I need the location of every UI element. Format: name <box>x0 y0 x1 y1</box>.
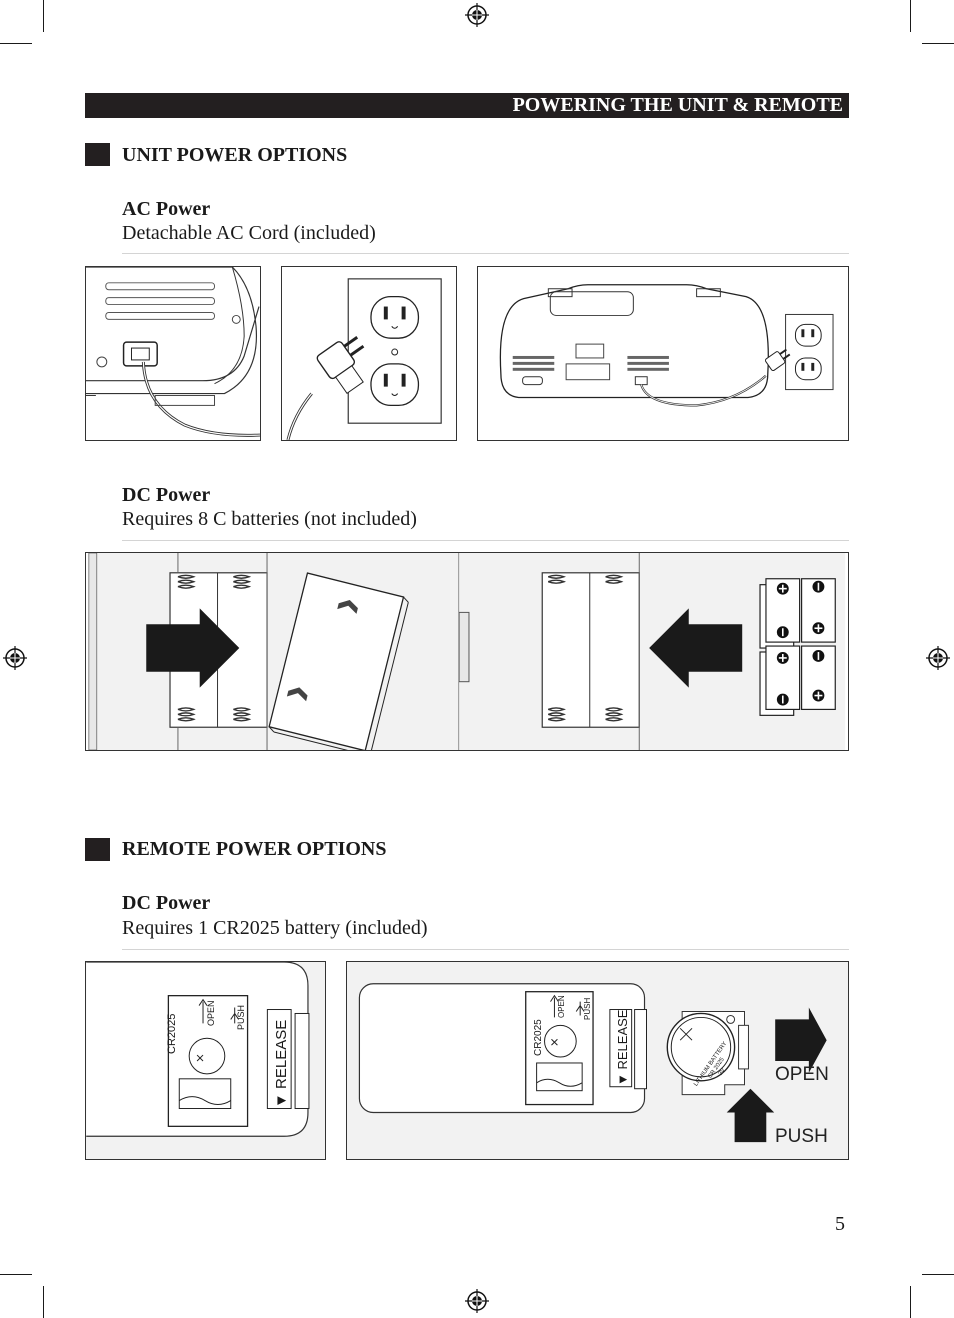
wall-outlet-illustration <box>281 266 457 441</box>
release-text: RELEASE <box>615 1009 630 1070</box>
release-arrow: ▼ <box>615 1073 630 1086</box>
remote-battery-closed-illustration: CR2025 OPEN PUSH ▼ RELEASE <box>85 961 326 1160</box>
page-header: POWERING THE UNIT & REMOTE <box>85 93 849 118</box>
push-small-label: PUSH <box>583 997 592 1020</box>
open-instruction-label: OPEN <box>775 1064 829 1085</box>
registration-mark-icon <box>926 646 950 670</box>
crop-mark <box>910 1286 911 1318</box>
open-small-label: OPEN <box>206 1000 216 1026</box>
divider <box>122 540 849 541</box>
battery-compartment-illustration <box>85 552 849 751</box>
section-marker <box>85 143 110 166</box>
dc-power-description: Requires 8 C batteries (not included) <box>122 508 417 530</box>
crop-mark <box>910 0 911 32</box>
crop-mark <box>43 0 44 32</box>
release-arrow: ▼ <box>273 1093 290 1108</box>
open-small-label: OPEN <box>557 995 566 1018</box>
section-title-remote: REMOTE POWER OPTIONS <box>122 838 387 860</box>
release-label: ▼ RELEASE <box>615 1010 630 1086</box>
crop-mark <box>922 1274 954 1275</box>
ac-power-description: Detachable AC Cord (included) <box>122 222 376 244</box>
registration-mark-icon <box>465 3 489 27</box>
page-number: 5 <box>835 1213 845 1235</box>
divider <box>122 949 849 950</box>
section-marker <box>85 838 110 861</box>
remote-battery-open-illustration: CR2025 OPEN PUSH ▼ RELEASE LITHIUM BATTE… <box>346 961 849 1160</box>
battery-model-label: CR2025 <box>533 1019 544 1056</box>
battery-model-label: CR2025 <box>166 1013 178 1054</box>
crop-mark <box>43 1286 44 1318</box>
ac-socket-illustration <box>85 266 261 441</box>
crop-mark <box>922 43 954 44</box>
section-title-unit: UNIT POWER OPTIONS <box>122 144 348 166</box>
divider <box>122 253 849 254</box>
push-instruction-label: PUSH <box>775 1126 828 1147</box>
dc-power-title: DC Power <box>122 484 211 506</box>
push-small-label: PUSH <box>236 1004 246 1030</box>
release-label: ▼ RELEASE <box>273 1020 290 1108</box>
release-text: RELEASE <box>273 1019 290 1089</box>
remote-dc-power-title: DC Power <box>122 892 211 914</box>
unit-plugged-in-illustration <box>477 266 849 441</box>
registration-mark-icon <box>3 646 27 670</box>
remote-dc-power-description: Requires 1 CR2025 battery (included) <box>122 917 428 939</box>
ac-power-title: AC Power <box>122 198 211 220</box>
crop-mark <box>0 1274 32 1275</box>
registration-mark-icon <box>465 1289 489 1313</box>
crop-mark <box>0 43 32 44</box>
